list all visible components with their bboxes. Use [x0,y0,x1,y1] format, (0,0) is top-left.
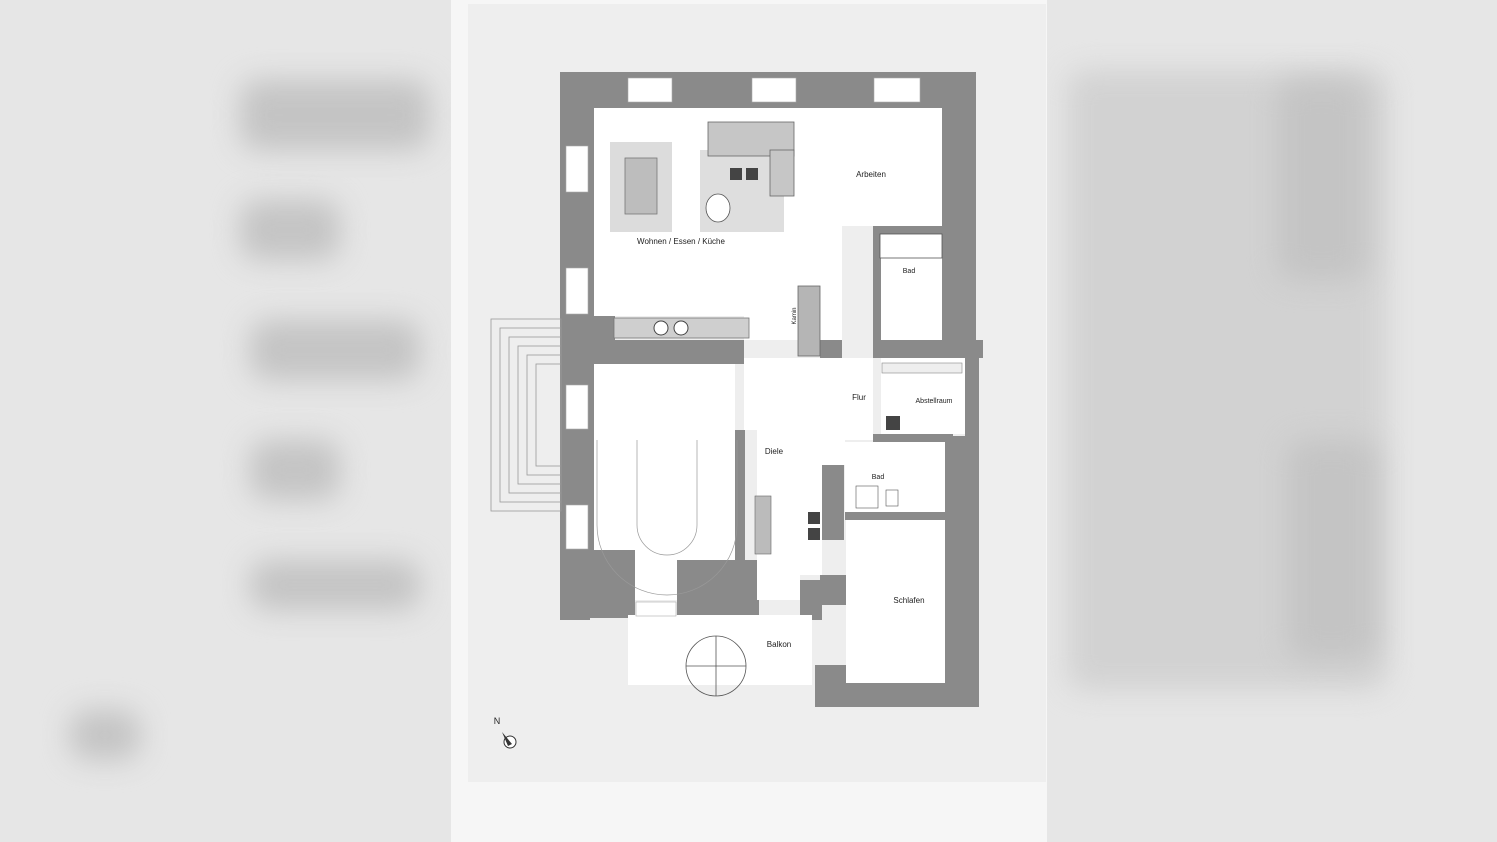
wall-right-lower [945,436,979,706]
bathtub [879,233,943,259]
label-bad-mid: Bad [872,474,885,481]
floor-stair-hall [594,364,735,600]
label-diele: Diele [765,447,784,456]
label-kamin: Kamin [792,307,798,324]
bad-mid-wc [885,489,899,507]
bad-mid-basin [855,485,879,509]
wall-abstell-bottom [873,434,953,442]
window [751,77,797,103]
wall-balcony-right [800,580,822,620]
compass-label: N [494,716,501,726]
blur-shape [1287,440,1377,660]
entry-step [535,363,562,467]
entry-step [526,354,562,476]
label-schlafen: Schlafen [893,596,924,605]
blur-shape [240,80,430,150]
stair-outline [596,440,738,596]
entry-step [517,345,562,485]
right-blurred-background [1047,0,1497,842]
shelf-abstell [881,362,963,374]
window [635,601,677,617]
floor-flur-diele [744,358,873,600]
dining-table [624,157,658,215]
left-blurred-background [0,0,451,842]
label-wohnen: Wohnen / Essen / Küche [637,237,725,246]
window [627,77,673,103]
stair-inner [636,440,698,556]
wall-bottom-mid [677,560,759,618]
blur-shape [240,200,340,260]
ottoman [730,168,742,180]
sink [653,320,669,336]
kitchen-cabinet-right [797,285,821,357]
window [873,77,921,103]
window [565,504,589,550]
diele-box [808,512,820,524]
ottoman [746,168,758,180]
wall-right-upper [942,72,976,352]
blur-shape [250,560,420,610]
armchair [705,193,731,223]
window [565,145,589,193]
windows [565,77,921,617]
entry-steps [490,318,562,512]
blur-shape [250,320,420,380]
window [565,384,589,430]
blur-shape [70,710,140,760]
sink [673,320,689,336]
balcony-umbrella [685,635,747,697]
compass-needle-icon [502,732,512,746]
wardrobe-diele [754,495,772,555]
wall-abstell-right [965,356,979,436]
storage-box [886,416,900,430]
floor-balkon [628,615,812,685]
label-abstellraum: Abstellraum [916,398,953,405]
label-arbeiten: Arbeiten [856,170,886,179]
entry-step [490,318,562,512]
entry-step [508,336,562,494]
furniture [610,121,963,555]
diele-box [808,528,820,540]
wall-schlafen-left [820,575,846,605]
wall-living-bottom [594,340,744,364]
compass: N [494,716,517,749]
wall-bottom-left [560,550,635,618]
blur-shape [1277,80,1367,280]
label-balkon: Balkon [767,640,791,649]
wall-bad-mid-bottom [845,512,945,520]
floor-schlafen [846,520,945,683]
staircase [596,440,738,596]
wall-stair-right [735,430,745,560]
label-flur: Flur [852,393,866,402]
sofa-chaise [769,149,795,197]
wall-schlafen-bottom [815,683,979,707]
wall-bath-top [873,226,945,234]
window [565,267,589,315]
wall-bath-left [873,226,881,356]
wall-bath-bottom [873,340,983,358]
blur-shape [250,440,340,500]
label-bad-top: Bad [903,268,916,275]
